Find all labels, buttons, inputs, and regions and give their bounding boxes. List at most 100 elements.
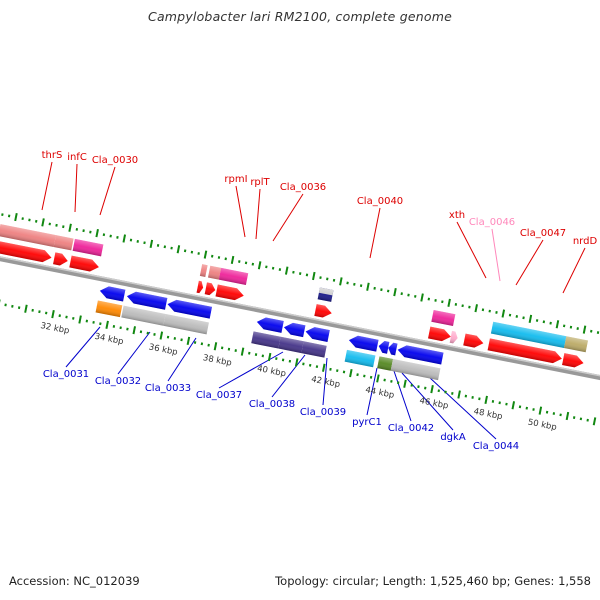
reverse-cds[interactable] bbox=[126, 290, 168, 310]
reverse-cog-box[interactable] bbox=[377, 356, 394, 371]
minor-tick bbox=[535, 319, 539, 322]
minor-tick bbox=[278, 268, 282, 271]
minor-tick bbox=[373, 286, 376, 290]
reverse-cog-box[interactable] bbox=[301, 341, 327, 358]
gene-label-reverse[interactable]: Cla_0032 bbox=[95, 376, 141, 387]
reverse-cds[interactable] bbox=[256, 316, 284, 333]
scale-label: 32 kbp bbox=[40, 321, 71, 336]
forward-cog-box[interactable] bbox=[0, 224, 56, 247]
top-tick-row bbox=[1, 212, 600, 334]
forward-cds[interactable] bbox=[204, 282, 217, 296]
minor-tick bbox=[356, 373, 359, 377]
gene-label-reverse[interactable]: pyrC1 bbox=[352, 417, 382, 428]
gene-label-forward[interactable]: Cla_0036 bbox=[280, 182, 326, 193]
forward-cds[interactable] bbox=[0, 240, 53, 264]
forward-cds[interactable] bbox=[314, 304, 333, 319]
major-tick bbox=[339, 277, 343, 286]
forward-cog-box[interactable] bbox=[564, 336, 589, 353]
forward-cds[interactable] bbox=[69, 255, 100, 273]
minor-tick bbox=[156, 244, 160, 247]
reverse-cog-box[interactable] bbox=[121, 305, 166, 326]
gene-label-forward[interactable]: infC bbox=[67, 152, 87, 163]
minor-tick bbox=[75, 227, 79, 231]
gene-label-reverse[interactable]: dgkA bbox=[440, 432, 465, 443]
minor-tick bbox=[427, 297, 431, 301]
leader-line bbox=[65, 326, 101, 368]
leader-line bbox=[255, 188, 261, 240]
leader-line bbox=[74, 163, 78, 213]
reverse-cds[interactable] bbox=[166, 298, 213, 319]
gene-label-reverse[interactable]: Cla_0039 bbox=[300, 407, 346, 418]
gene-label-forward[interactable]: rplT bbox=[250, 177, 270, 188]
reverse-cds[interactable] bbox=[99, 285, 126, 302]
forward-cog-box[interactable] bbox=[207, 265, 222, 280]
forward-cog-box[interactable] bbox=[53, 235, 74, 251]
minor-tick bbox=[48, 222, 51, 226]
major-tick bbox=[538, 406, 543, 415]
gene-label-forward[interactable]: Cla_0030 bbox=[92, 155, 138, 166]
forward-cog-box[interactable] bbox=[490, 321, 567, 348]
forward-cds[interactable] bbox=[562, 353, 585, 369]
reverse-cds[interactable] bbox=[378, 340, 390, 354]
forward-cog-box[interactable] bbox=[199, 264, 208, 277]
leader-line bbox=[99, 166, 116, 216]
reverse-cog-box[interactable] bbox=[251, 331, 281, 349]
minor-tick bbox=[559, 413, 562, 417]
forward-cds[interactable] bbox=[215, 284, 245, 302]
minor-tick bbox=[21, 217, 24, 221]
leader-line bbox=[393, 370, 412, 422]
minor-tick bbox=[72, 316, 75, 320]
gene-label-reverse[interactable]: Cla_0037 bbox=[196, 390, 242, 401]
forward-cog-box[interactable] bbox=[431, 309, 456, 327]
leader-line bbox=[41, 161, 53, 211]
minor-tick bbox=[332, 278, 336, 282]
minor-tick bbox=[11, 304, 14, 308]
gene-label-forward[interactable]: Cla_0046 bbox=[469, 217, 515, 228]
gene-label-forward[interactable]: Cla_0040 bbox=[357, 196, 403, 207]
forward-cds[interactable] bbox=[449, 330, 459, 344]
gene-label-reverse[interactable]: Cla_0042 bbox=[388, 423, 434, 434]
forward-cds[interactable] bbox=[487, 338, 563, 364]
minor-tick bbox=[244, 261, 248, 265]
gene-label-forward[interactable]: Cla_0047 bbox=[520, 228, 566, 239]
reverse-cog-box[interactable] bbox=[163, 313, 209, 335]
reverse-cog-box[interactable] bbox=[278, 336, 304, 354]
minor-tick bbox=[89, 230, 92, 234]
gene-label-reverse[interactable]: Cla_0031 bbox=[43, 369, 89, 380]
minor-tick bbox=[200, 342, 204, 346]
forward-cds[interactable] bbox=[53, 252, 69, 266]
reverse-cog-box[interactable] bbox=[344, 349, 376, 368]
minor-tick bbox=[491, 400, 495, 403]
scale-label: 42 kbp bbox=[310, 375, 341, 390]
gene-label-reverse[interactable]: Cla_0038 bbox=[249, 399, 295, 410]
major-tick bbox=[349, 368, 353, 378]
forward-cds[interactable] bbox=[196, 280, 205, 294]
reverse-cds[interactable] bbox=[348, 334, 379, 352]
forward-cds[interactable] bbox=[463, 333, 484, 350]
minor-tick bbox=[197, 252, 200, 255]
forward-cds[interactable] bbox=[428, 326, 452, 343]
gene-label-reverse[interactable]: Cla_0033 bbox=[145, 383, 191, 394]
reverse-cds[interactable] bbox=[397, 344, 444, 365]
gene-label-reverse[interactable]: Cla_0044 bbox=[473, 441, 519, 452]
gene-label-forward[interactable]: nrdD bbox=[573, 236, 598, 247]
reverse-cds[interactable] bbox=[283, 321, 306, 338]
reverse-cog-box[interactable] bbox=[95, 300, 123, 318]
forward-cog-box[interactable] bbox=[72, 238, 104, 257]
gene-label-forward[interactable]: xth bbox=[449, 210, 465, 221]
forward-cog-box[interactable] bbox=[218, 267, 249, 286]
reverse-cds[interactable] bbox=[304, 326, 330, 342]
gene-label-forward[interactable]: rpmI bbox=[224, 174, 247, 185]
major-tick bbox=[592, 417, 597, 426]
accession-text: Accession: NC_012039 bbox=[9, 574, 140, 588]
minor-tick bbox=[498, 401, 501, 405]
forward-cog-box[interactable] bbox=[317, 287, 334, 302]
major-tick bbox=[484, 395, 488, 404]
minor-tick bbox=[254, 353, 258, 356]
reverse-cog-box[interactable] bbox=[390, 358, 441, 381]
reverse-cds[interactable] bbox=[387, 342, 398, 356]
major-tick bbox=[501, 309, 506, 318]
gene-label-forward[interactable]: thrS bbox=[42, 150, 63, 161]
